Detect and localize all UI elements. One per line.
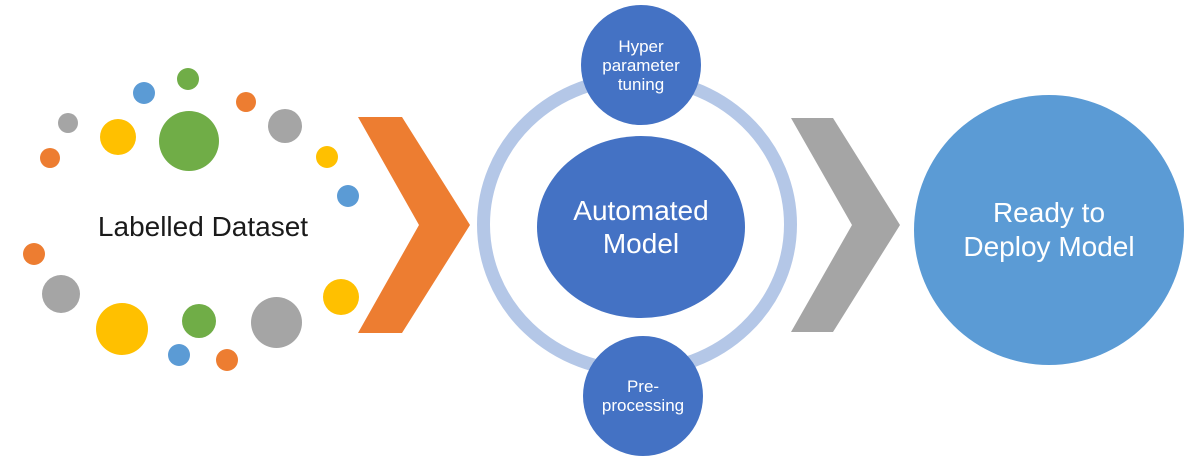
yellow-dot bbox=[323, 279, 359, 315]
automated-model-ellipse: Automated Model bbox=[537, 136, 745, 318]
blue-dot bbox=[337, 185, 359, 207]
blue-dot bbox=[133, 82, 155, 104]
orange-dot bbox=[23, 243, 45, 265]
gray-dot bbox=[42, 275, 80, 313]
hyperparameter-tuning-label: Hyper parameter tuning bbox=[602, 36, 680, 94]
yellow-dot bbox=[316, 146, 338, 168]
orange-dot bbox=[216, 349, 238, 371]
green-dot bbox=[177, 68, 199, 90]
gray-dot bbox=[268, 109, 302, 143]
orange-dot bbox=[40, 148, 60, 168]
green-dot bbox=[159, 111, 219, 171]
hyperparameter-tuning-circle: Hyper parameter tuning bbox=[581, 5, 701, 125]
chevron-arrow-dataset-to-model-icon bbox=[358, 117, 470, 333]
orange-dot bbox=[236, 92, 256, 112]
preprocessing-label: Pre- processing bbox=[601, 377, 685, 415]
gray-dot bbox=[58, 113, 78, 133]
yellow-dot bbox=[100, 119, 136, 155]
ready-to-deploy-circle: Ready to Deploy Model bbox=[914, 95, 1184, 365]
dataset-label: Labelled Dataset bbox=[97, 211, 309, 242]
gray-dot bbox=[250, 296, 302, 348]
chevron-arrow-model-to-deploy-icon bbox=[791, 118, 900, 332]
blue-dot bbox=[168, 344, 190, 366]
preprocessing-circle: Pre- processing bbox=[583, 336, 703, 456]
green-dot bbox=[182, 304, 216, 338]
automated-model-label: Automated Model bbox=[573, 195, 709, 259]
ready-to-deploy-label: Ready to Deploy Model bbox=[963, 197, 1135, 262]
yellow-dot bbox=[96, 303, 148, 355]
